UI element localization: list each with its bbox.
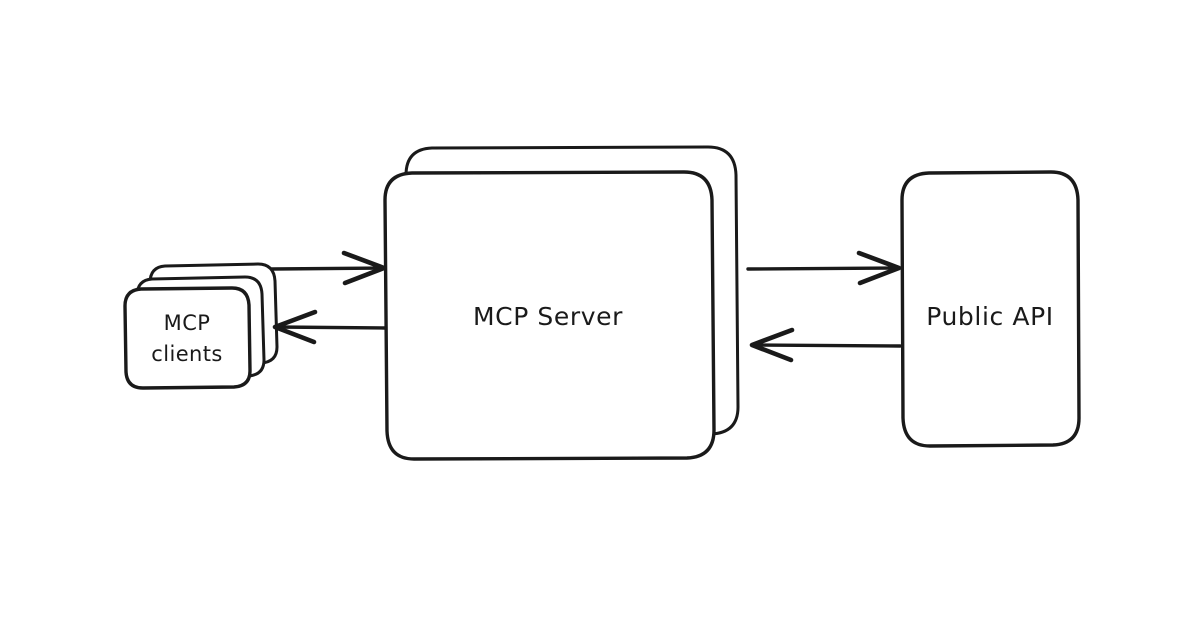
edge-api-to-server[interactable] xyxy=(749,327,902,363)
edge-server-to-clients-arrowhead xyxy=(272,309,318,345)
mcp-clients-stack-box-1 xyxy=(123,286,252,390)
mcp-clients-label-line1: MCP xyxy=(164,311,211,335)
edge-server-to-clients[interactable] xyxy=(272,309,387,345)
edge-server-to-clients-line xyxy=(273,325,387,330)
edge-api-to-server-line xyxy=(750,343,902,348)
public-api-box xyxy=(900,170,1081,448)
public-api-label: Public API xyxy=(926,302,1053,331)
mcp-server-label: MCP Server xyxy=(473,302,623,331)
edge-api-to-server-arrowhead xyxy=(749,327,795,363)
edge-clients-to-server[interactable] xyxy=(270,250,387,286)
node-public-api[interactable]: Public API xyxy=(900,170,1081,448)
edge-server-to-api-arrowhead xyxy=(856,250,902,286)
mcp-server-stack-box-1 xyxy=(383,170,716,461)
edge-server-to-api[interactable] xyxy=(746,250,902,286)
node-mcp-server[interactable]: MCP Server xyxy=(383,145,740,461)
mcp-clients-label-line2: clients xyxy=(151,342,222,366)
edge-clients-to-server-arrowhead xyxy=(341,250,387,286)
edge-clients-to-server-line xyxy=(270,266,386,271)
node-mcp-clients[interactable]: MCP clients xyxy=(123,262,279,390)
edge-server-to-api-line xyxy=(746,266,901,271)
